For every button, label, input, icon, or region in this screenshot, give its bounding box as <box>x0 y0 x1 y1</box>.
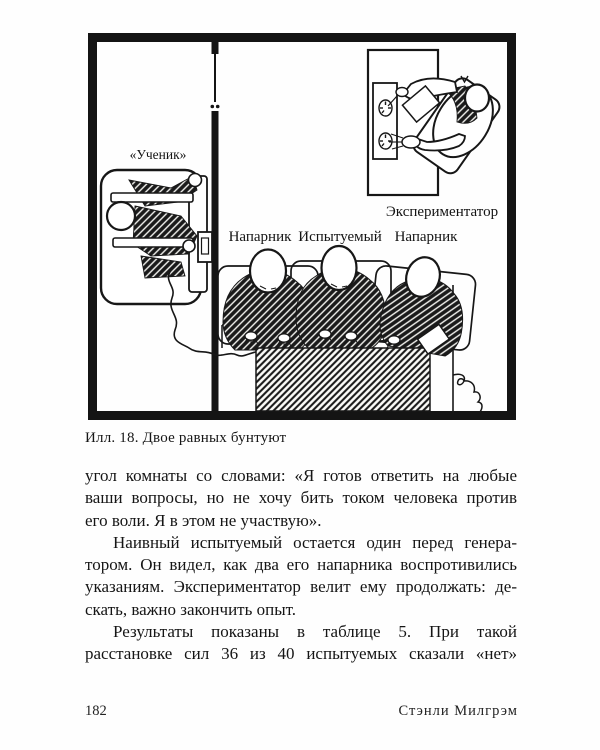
paragraph: Результаты показаны в таблице 5. При так… <box>85 621 517 666</box>
room-outer-wall <box>88 33 516 420</box>
experimenter-figure <box>387 75 501 175</box>
door-latch-dot <box>215 104 220 109</box>
experimenter-arm <box>413 133 466 152</box>
experimenter-head <box>463 83 491 113</box>
running-title-author: Стэнли Милгрэм <box>398 703 518 719</box>
shock-cable-right <box>452 373 483 413</box>
pen <box>387 95 398 107</box>
collar-mark <box>460 75 469 84</box>
experimenter-hand <box>395 86 409 98</box>
paragraph: Наивный испытуемый остается один перед г… <box>85 532 517 621</box>
paragraph: угол комнаты со словами: «Я готов ответи… <box>85 465 517 532</box>
arm-strap <box>112 237 194 248</box>
door-latch-dot <box>210 104 215 109</box>
shock-cable-left <box>167 269 257 357</box>
partner-left-body <box>222 269 314 351</box>
text-line: угол комнаты со словами: «Я готов ответи… <box>85 466 517 485</box>
text-line: его воли. Я в этом не участвую». <box>85 510 322 530</box>
subject-hands <box>243 323 451 355</box>
text-line: ваши вопросы, но не хочу бить током чело… <box>85 488 517 508</box>
learner-figure <box>99 168 213 306</box>
page-footer: 182 Стэнли Милгрэм <box>85 703 518 720</box>
text-line: Наивный испытуемый остается один перед г… <box>113 532 517 552</box>
text-line: указаниям. Экспериментатор велит ему про… <box>85 577 517 597</box>
text-line: скать, важно закончить опыт. <box>85 599 297 619</box>
partner-right-label: Напарник <box>395 229 459 245</box>
experiment-illustration: «Ученик» Экспериментатор Напарник Испыту… <box>85 30 517 422</box>
page-number: 182 <box>85 703 107 719</box>
dividing-wall <box>210 41 220 416</box>
learner-hand <box>182 239 196 253</box>
subject-label: Испытуемый <box>298 229 382 245</box>
text-line: расстановке сил 36 из 40 испытуемых сказ… <box>85 644 517 664</box>
text-line: Результаты показаны в таблице 5. При так… <box>113 622 517 642</box>
figure-caption: Илл. 18. Двое равных бунтуют <box>85 430 287 446</box>
panel-dial <box>378 132 393 150</box>
learner-hand <box>187 172 203 188</box>
body-text: угол комнаты со словами: «Я готов ответи… <box>85 465 517 666</box>
text-line: тором. Он видел, как два его напарника в… <box>85 555 517 575</box>
subject-heads <box>248 244 441 298</box>
experiment-room-diagram: «Ученик» Экспериментатор Напарник Испыту… <box>88 33 516 420</box>
arm-strap <box>110 192 194 203</box>
notes-paper <box>416 323 451 355</box>
table-front-panel <box>255 347 431 412</box>
partner-left-label: Напарник <box>229 229 293 245</box>
panel-dial <box>378 99 393 117</box>
electrode-box-inner <box>200 237 210 255</box>
experimenter-hand <box>401 135 421 149</box>
learner-label: «Ученик» <box>130 147 187 162</box>
clipboard-paper <box>401 84 441 124</box>
learner-head <box>105 200 137 232</box>
experimenter-label: Экспериментатор <box>386 204 498 220</box>
